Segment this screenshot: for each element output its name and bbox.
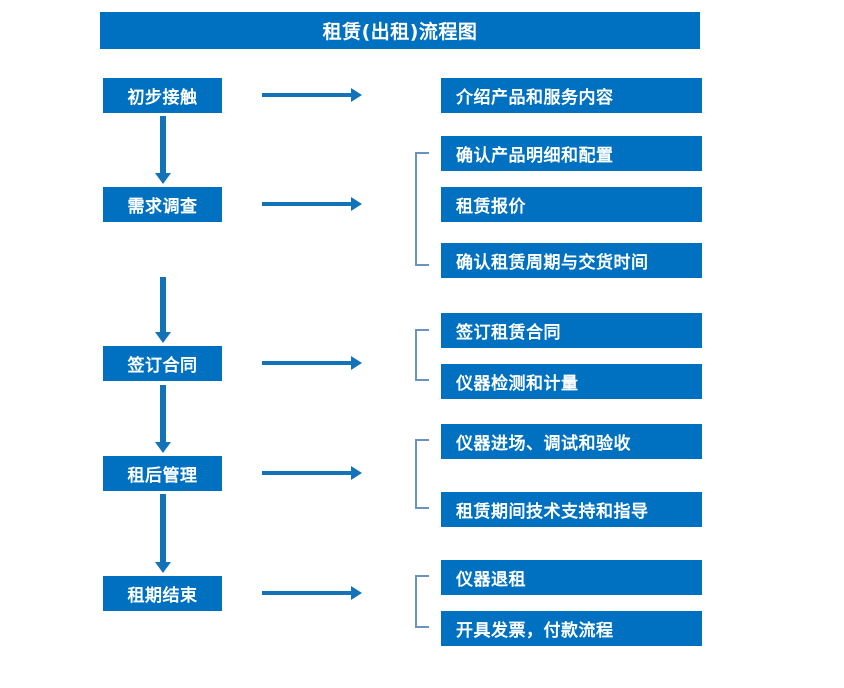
group-bracket-4: [415, 575, 429, 628]
down-arrow-icon-3: [155, 385, 171, 453]
group-bracket-1: [415, 152, 429, 266]
stage-box-4[interactable]: 租后管理: [103, 456, 222, 491]
group-bracket-3: [415, 439, 429, 509]
stage-box-5[interactable]: 租期结束: [103, 576, 222, 611]
detail-box-4[interactable]: 确认租赁周期与交货时间: [441, 243, 702, 278]
down-arrow-icon-4: [155, 494, 171, 573]
right-arrow-icon-3: [262, 356, 362, 370]
stage-box-2[interactable]: 需求调查: [103, 187, 222, 222]
detail-box-8[interactable]: 租赁期间技术支持和指导: [441, 492, 702, 527]
stage-box-1[interactable]: 初步接触: [103, 78, 222, 113]
right-arrow-icon-5: [262, 586, 362, 600]
detail-box-2[interactable]: 确认产品明细和配置: [441, 136, 702, 171]
detail-box-6[interactable]: 仪器检测和计量: [441, 364, 702, 399]
right-arrow-icon-4: [262, 466, 362, 480]
stage-box-3[interactable]: 签订合同: [103, 346, 222, 381]
detail-box-10[interactable]: 开具发票，付款流程: [441, 611, 702, 646]
right-arrow-icon-2: [262, 197, 362, 211]
detail-box-3[interactable]: 租赁报价: [441, 187, 702, 222]
group-bracket-2: [415, 329, 429, 381]
detail-box-7[interactable]: 仪器进场、调试和验收: [441, 424, 702, 459]
down-arrow-icon-2: [155, 277, 171, 343]
page-title: 租赁(出租)流程图: [100, 12, 700, 49]
down-arrow-icon-1: [155, 116, 171, 184]
detail-box-1[interactable]: 介绍产品和服务内容: [441, 78, 702, 113]
detail-box-5[interactable]: 签订租赁合同: [441, 313, 702, 348]
right-arrow-icon-1: [262, 88, 362, 102]
detail-box-9[interactable]: 仪器退租: [441, 560, 702, 595]
